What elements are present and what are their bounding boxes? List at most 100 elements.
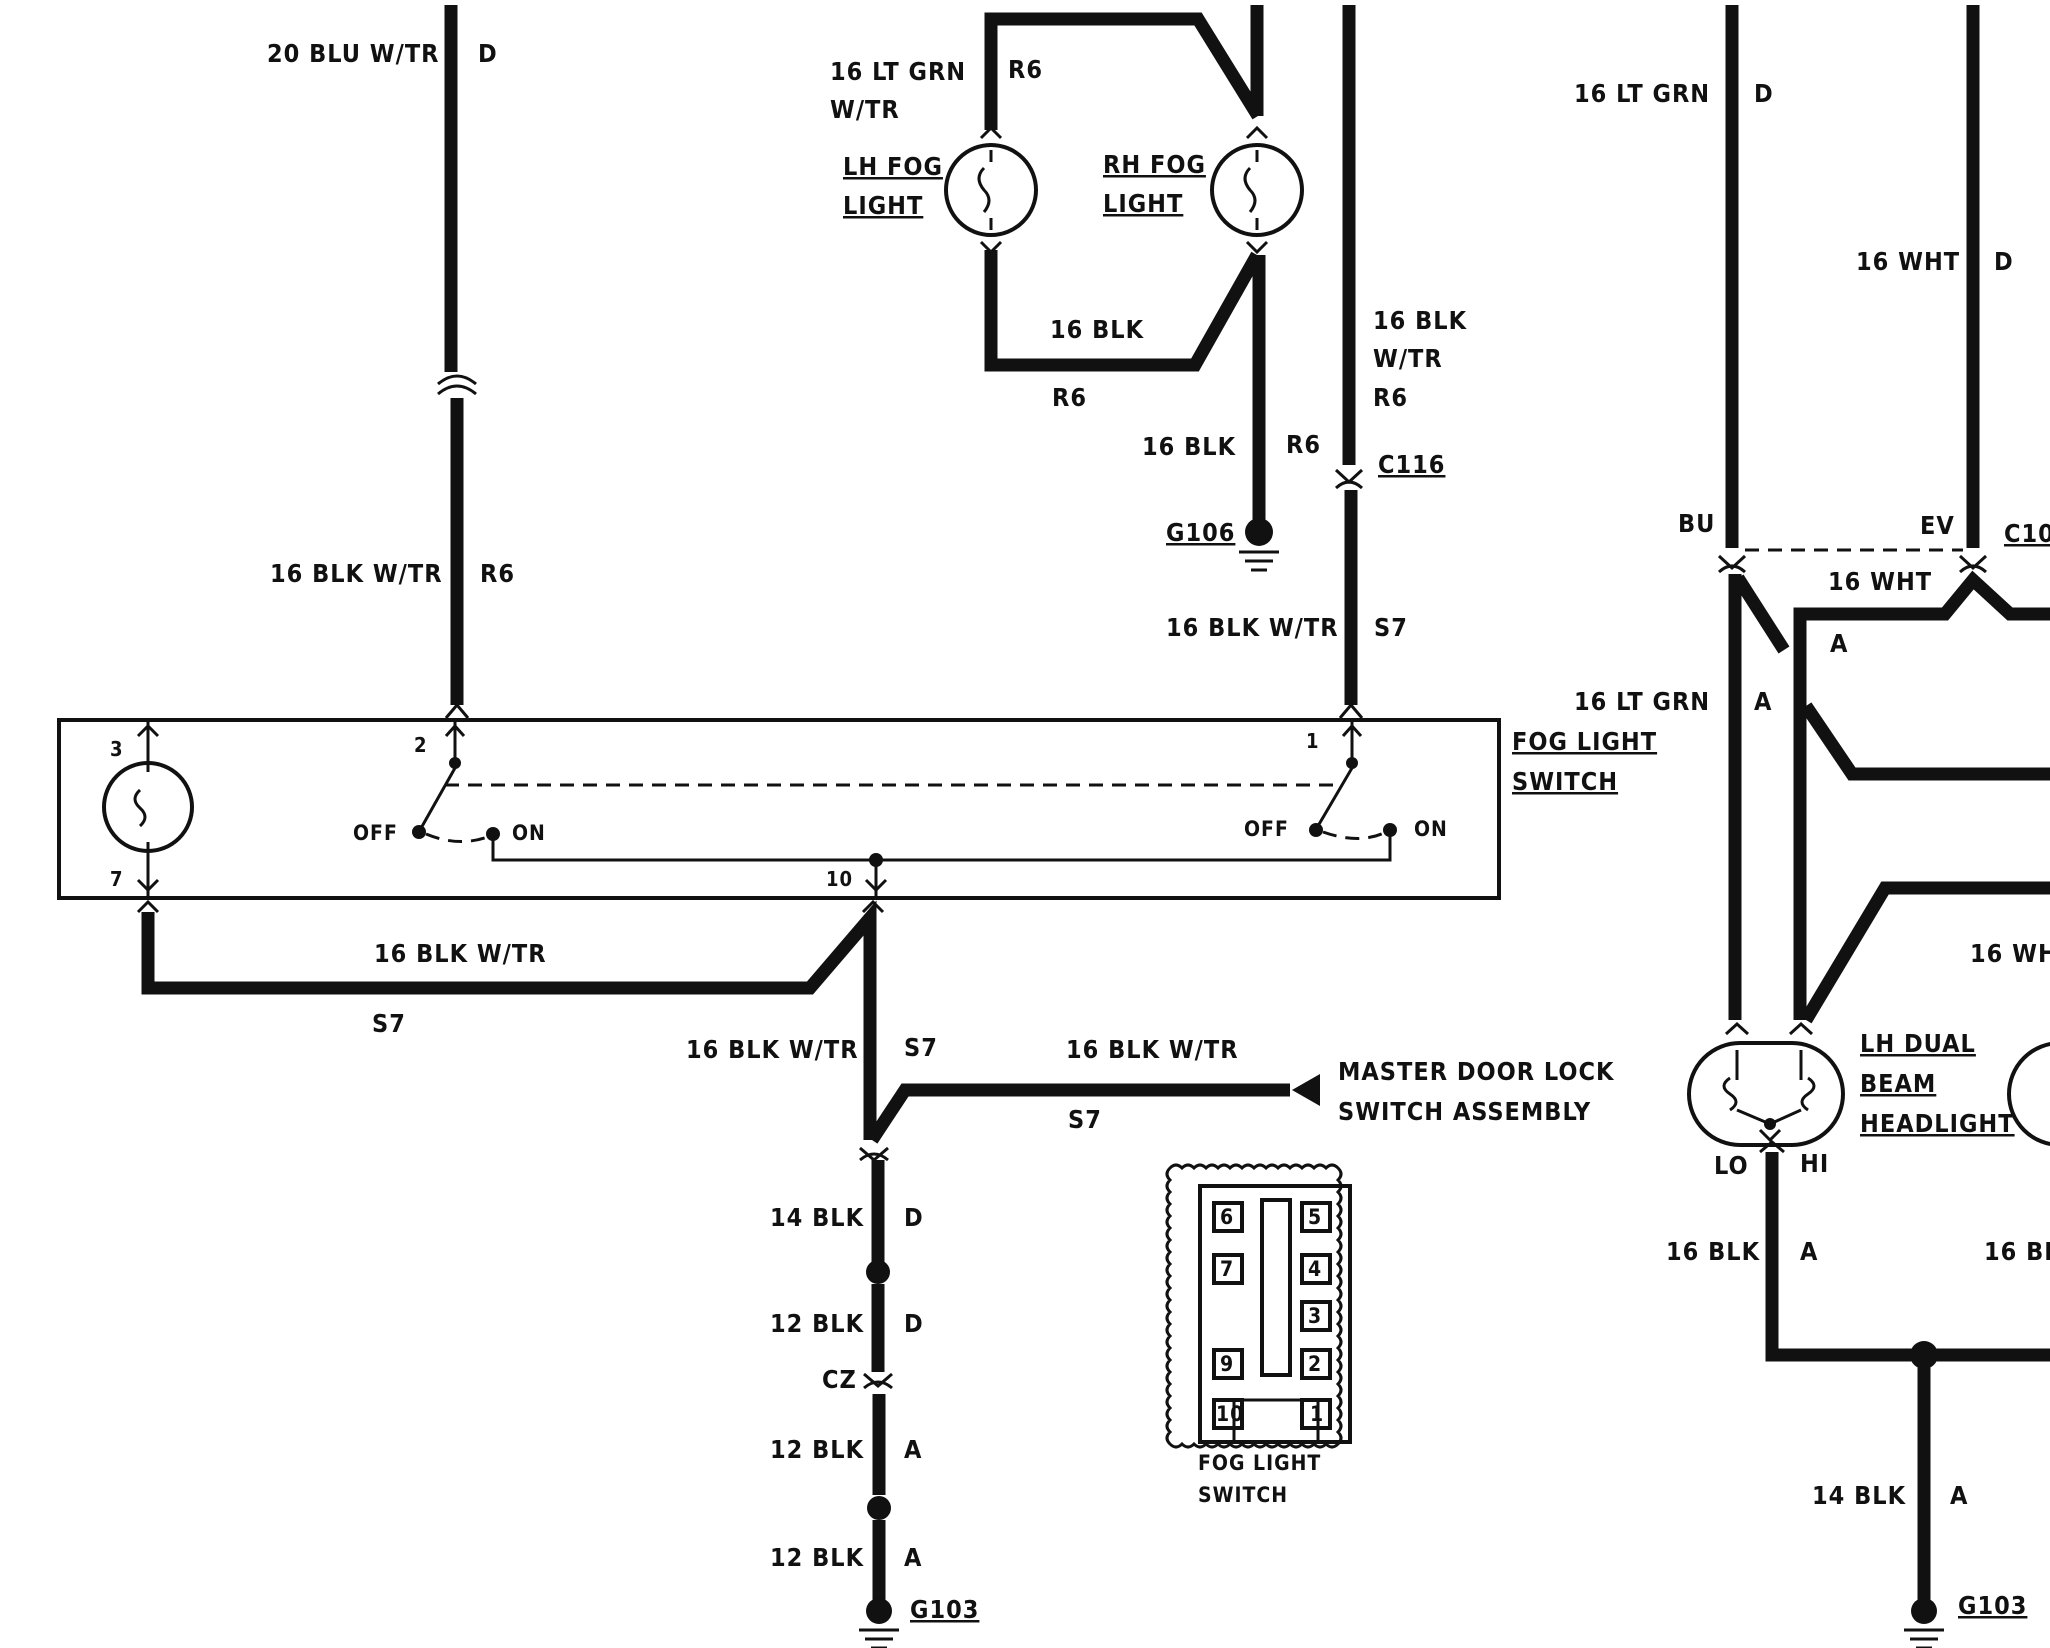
label-pin-2: 2 xyxy=(414,733,428,757)
label-on-right: ON xyxy=(1414,817,1448,841)
label-off-left: OFF xyxy=(353,821,398,845)
label-16-blk: 16 BLK xyxy=(1666,1237,1761,1266)
label-circuit-a: A xyxy=(904,1435,922,1464)
label-12-blk: 12 BLK xyxy=(770,1309,865,1338)
label-circuit-d: D xyxy=(904,1309,924,1338)
connector-pin-7: 7 xyxy=(1220,1257,1234,1281)
label-circuit-r6: R6 xyxy=(1373,383,1408,412)
fog-light-switch-connector-view xyxy=(1165,1163,1352,1449)
label-wtr: W/TR xyxy=(830,95,900,124)
lh-fog-light-lamp xyxy=(944,125,1038,255)
label-16-lt-grn: 16 LT GRN xyxy=(830,57,966,86)
label-16-wht: 16 WHT xyxy=(1856,247,1960,276)
label-circuit-a: A xyxy=(1800,1237,1818,1266)
label-lh-dual: LH DUAL xyxy=(1860,1029,1976,1058)
label-g103: G103 xyxy=(1958,1591,2027,1620)
label-beam: BEAM xyxy=(1860,1069,1936,1098)
connector-pin-2: 2 xyxy=(1308,1352,1322,1376)
rh-fog-light-lamp xyxy=(1210,5,1304,255)
label-on-left: ON xyxy=(512,821,546,845)
connector-pin-4: 4 xyxy=(1308,1257,1322,1281)
label-16-wht-cut: 16 WHT xyxy=(1970,939,2050,968)
label-circuit-r6: R6 xyxy=(1008,55,1043,84)
label-circuit-r6: R6 xyxy=(1052,383,1087,412)
label-switch-assembly: SWITCH ASSEMBLY xyxy=(1338,1097,1591,1126)
labels: 20 BLU W/TR D 16 BLK W/TR R6 16 LT GRN W… xyxy=(110,39,2050,1624)
label-pin-10: 10 xyxy=(826,867,853,891)
label-circuit-s7: S7 xyxy=(904,1033,938,1062)
label-circuit-s7: S7 xyxy=(1068,1105,1102,1134)
label-14-blk: 14 BLK xyxy=(1812,1481,1907,1510)
label-16-lt-grn: 16 LT GRN xyxy=(1574,79,1710,108)
connector-pin-6: 6 xyxy=(1220,1205,1234,1229)
label-rh-fog-light: LIGHT xyxy=(1103,189,1183,218)
label-circuit-a: A xyxy=(1830,629,1848,658)
label-g103: G103 xyxy=(910,1595,979,1624)
label-lh-fog: LH FOG xyxy=(843,152,943,181)
wire-16-blk-wtr-r6-right xyxy=(1334,5,1364,719)
label-circuit-a: A xyxy=(1754,687,1772,716)
label-rh-fog: RH FOG xyxy=(1103,150,1206,179)
label-pin-3: 3 xyxy=(110,737,124,761)
connector-pin-3: 3 xyxy=(1308,1304,1322,1328)
label-circuit-d: D xyxy=(478,39,498,68)
rh-headlight-partial xyxy=(2007,1041,2050,1147)
connector-pin-5: 5 xyxy=(1308,1205,1322,1229)
label-fog-light-switch: FOG LIGHT xyxy=(1512,727,1657,756)
label-hi: HI xyxy=(1800,1149,1829,1178)
lh-dual-beam-headlight xyxy=(1687,1021,1845,1147)
connector-pin-1: 1 xyxy=(1310,1402,1324,1426)
label-fog-light-switch-2: SWITCH xyxy=(1512,767,1618,796)
label-circuit-d: D xyxy=(1994,247,2014,276)
label-connector-fog-light: FOG LIGHT xyxy=(1198,1451,1321,1475)
label-circuit-a: A xyxy=(904,1543,922,1572)
label-circuit-r6: R6 xyxy=(1286,430,1321,459)
ground-g106 xyxy=(1239,518,1279,572)
label-16-blk: 16 BLK xyxy=(1373,306,1468,335)
label-circuit-a: A xyxy=(1950,1481,1968,1510)
label-12-blk: 12 BLK xyxy=(770,1543,865,1572)
wire-16-blk-wtr-r6-left xyxy=(444,398,470,719)
label-circuit-s7: S7 xyxy=(1374,613,1408,642)
label-c10: C10 xyxy=(2004,519,2050,548)
label-circuit-r6: R6 xyxy=(480,559,515,588)
label-c116: C116 xyxy=(1378,450,1445,479)
label-off-right: OFF xyxy=(1244,817,1289,841)
wire-16-blk-wtr-s7-bottom xyxy=(136,899,885,1140)
wire-16-wht xyxy=(1793,5,2050,1024)
label-16-blk-wtr-down: 16 BLK W/TR xyxy=(686,1035,859,1064)
label-circuit-d: D xyxy=(904,1203,924,1232)
label-bu: BU xyxy=(1678,509,1715,538)
label-circuit-d: D xyxy=(1754,79,1774,108)
label-circuit-s7: S7 xyxy=(372,1009,406,1038)
label-pin-7: 7 xyxy=(110,867,124,891)
label-lh-fog-light: LIGHT xyxy=(843,191,923,220)
label-master-door-lock: MASTER DOOR LOCK xyxy=(1338,1057,1615,1086)
label-12-blk: 12 BLK xyxy=(770,1435,865,1464)
label-16-blk-top: 16 BLK xyxy=(1050,315,1145,344)
label-wtr: W/TR xyxy=(1373,344,1443,373)
label-14-blk: 14 BLK xyxy=(770,1203,865,1232)
lh-fog-light-circuit xyxy=(984,12,1266,520)
connector-pin-10: 10 xyxy=(1216,1402,1244,1426)
wire-16-lt-grn xyxy=(1717,5,1790,1020)
label-16-blk-wtr-mdl: 16 BLK W/TR xyxy=(1066,1035,1239,1064)
label-16-bl-cut: 16 BL xyxy=(1984,1237,2050,1266)
label-16-blk-wtr-bottom: 16 BLK W/TR xyxy=(374,939,547,968)
label-pin-1: 1 xyxy=(1306,729,1320,753)
label-16-wht: 16 WHT xyxy=(1828,567,1932,596)
label-ev: EV xyxy=(1920,511,1955,540)
connector-mid-left xyxy=(437,374,477,396)
label-20-blu-wtr: 20 BLU W/TR xyxy=(267,39,440,68)
label-16-blk-wtr-s7: 16 BLK W/TR xyxy=(1166,613,1339,642)
label-g106: G106 xyxy=(1166,518,1235,547)
label-cz: CZ xyxy=(822,1365,857,1394)
fog-light-switch-box xyxy=(57,718,1501,900)
ground-path-left xyxy=(859,1146,899,1648)
label-lo: LO xyxy=(1714,1151,1749,1180)
label-connector-switch: SWITCH xyxy=(1198,1483,1288,1507)
connector-pin-9: 9 xyxy=(1220,1352,1234,1376)
ground-path-right xyxy=(1759,1140,2050,1648)
label-headlight: HEADLIGHT xyxy=(1860,1109,2015,1138)
